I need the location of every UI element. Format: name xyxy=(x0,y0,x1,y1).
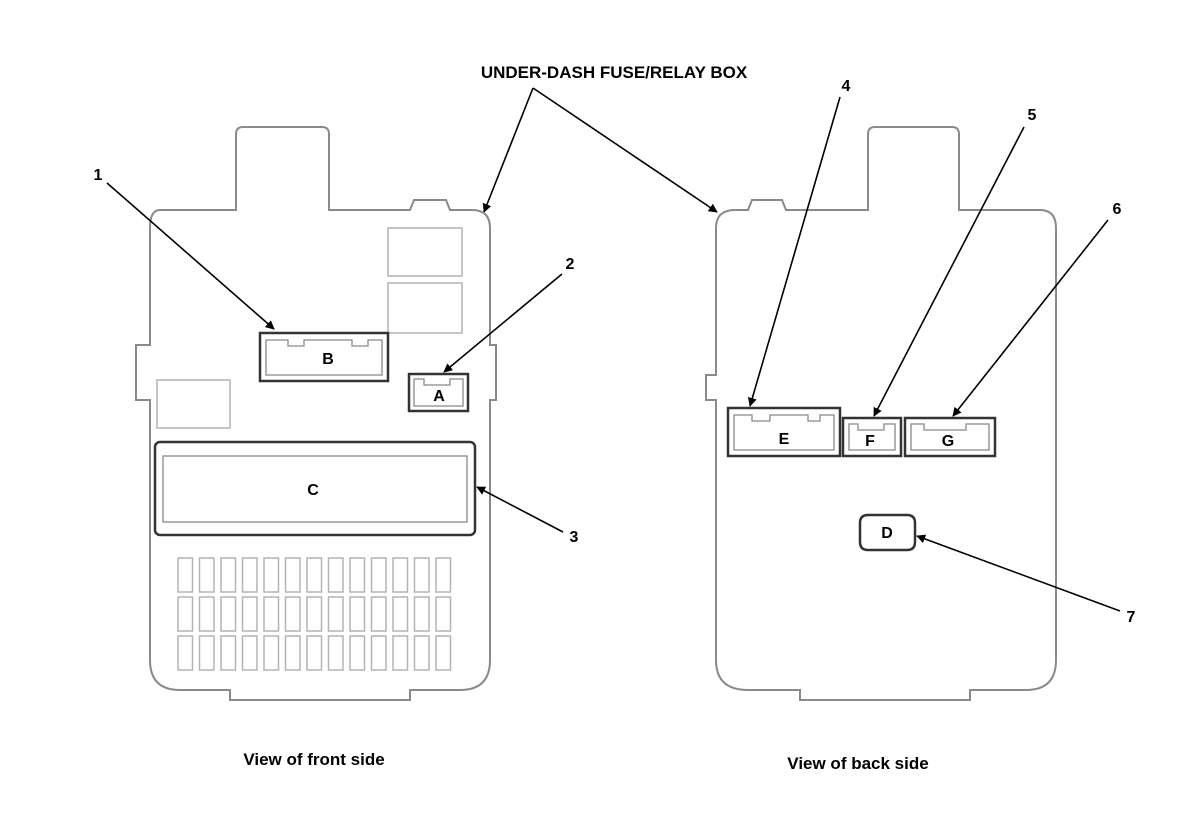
fuse-slot xyxy=(370,635,387,671)
connector-a xyxy=(407,372,470,413)
fuse-slot xyxy=(177,596,194,632)
fuse-slot xyxy=(220,635,237,671)
connector-a-label: A xyxy=(433,388,445,405)
connector-e xyxy=(726,406,842,458)
fuse-slot xyxy=(263,557,280,593)
callout-1: 1 xyxy=(94,167,103,184)
fuse-slot xyxy=(198,635,215,671)
fuse-slot xyxy=(220,596,237,632)
fuse-slot xyxy=(413,635,430,671)
fuse-slot xyxy=(306,596,323,632)
callout-2: 2 xyxy=(566,256,575,273)
caption-front-view: View of front side xyxy=(243,750,384,769)
fuse-slot xyxy=(263,635,280,671)
front-view: B A C xyxy=(135,126,497,701)
fuse-slot xyxy=(284,596,301,632)
front-relay-slot-2 xyxy=(387,282,463,334)
connector-c xyxy=(153,440,477,537)
title-leader-back xyxy=(532,87,718,213)
front-box-outline xyxy=(135,126,497,701)
fuse-slot xyxy=(435,557,452,593)
callout-3-leader xyxy=(476,486,564,533)
connector-b-label: B xyxy=(322,351,334,368)
callout-4: 4 xyxy=(842,78,851,95)
fuse-slot xyxy=(198,596,215,632)
fuse-slot xyxy=(327,557,344,593)
callout-7-leader xyxy=(916,534,1121,612)
fuse-slot xyxy=(241,596,258,632)
connector-d xyxy=(858,513,917,552)
back-view: E F G D xyxy=(705,126,1057,701)
fuse-slot xyxy=(413,557,430,593)
fuse-slot xyxy=(177,635,194,671)
fuse-slot xyxy=(413,596,430,632)
fuse-slot xyxy=(370,596,387,632)
callout-4-leader xyxy=(747,96,841,407)
fuse-slot xyxy=(392,596,409,632)
fuse-slot xyxy=(241,557,258,593)
fuse-grid xyxy=(177,557,452,671)
fuse-slot xyxy=(306,557,323,593)
fuse-slot xyxy=(435,596,452,632)
diagram-title: UNDER-DASH FUSE/RELAY BOX xyxy=(481,63,748,82)
caption-back-view: View of back side xyxy=(787,754,928,773)
callout-5: 5 xyxy=(1028,107,1037,124)
fuse-slot xyxy=(198,557,215,593)
fuse-slot xyxy=(177,557,194,593)
fuse-slot xyxy=(241,635,258,671)
front-relay-slot-3 xyxy=(156,379,231,429)
fuse-slot xyxy=(392,635,409,671)
connector-b xyxy=(258,331,390,383)
connector-f-label: F xyxy=(865,433,875,450)
fuse-slot xyxy=(349,557,366,593)
fuse-slot xyxy=(435,635,452,671)
fuse-slot xyxy=(220,557,237,593)
fuse-slot xyxy=(284,557,301,593)
fuse-slot xyxy=(327,596,344,632)
fuse-slot xyxy=(263,596,280,632)
callout-7: 7 xyxy=(1127,609,1136,626)
connector-c-label: C xyxy=(307,482,319,499)
callout-2-leader xyxy=(443,273,563,373)
callout-1-leader xyxy=(106,182,275,330)
fuse-slot xyxy=(349,596,366,632)
fuse-slot xyxy=(327,635,344,671)
fuse-slot xyxy=(370,557,387,593)
title-leader-front xyxy=(482,87,534,213)
connector-e-label: E xyxy=(779,431,790,448)
callout-6-leader xyxy=(952,219,1109,417)
connector-d-label: D xyxy=(881,525,893,542)
callout-6: 6 xyxy=(1113,201,1122,218)
fuse-slot xyxy=(306,635,323,671)
fuse-slot xyxy=(284,635,301,671)
fuse-slot xyxy=(392,557,409,593)
front-relay-slot-1 xyxy=(387,227,463,277)
connector-g-label: G xyxy=(942,433,954,450)
fuse-slot xyxy=(349,635,366,671)
callout-5-leader xyxy=(873,126,1025,417)
callout-3: 3 xyxy=(570,529,579,546)
